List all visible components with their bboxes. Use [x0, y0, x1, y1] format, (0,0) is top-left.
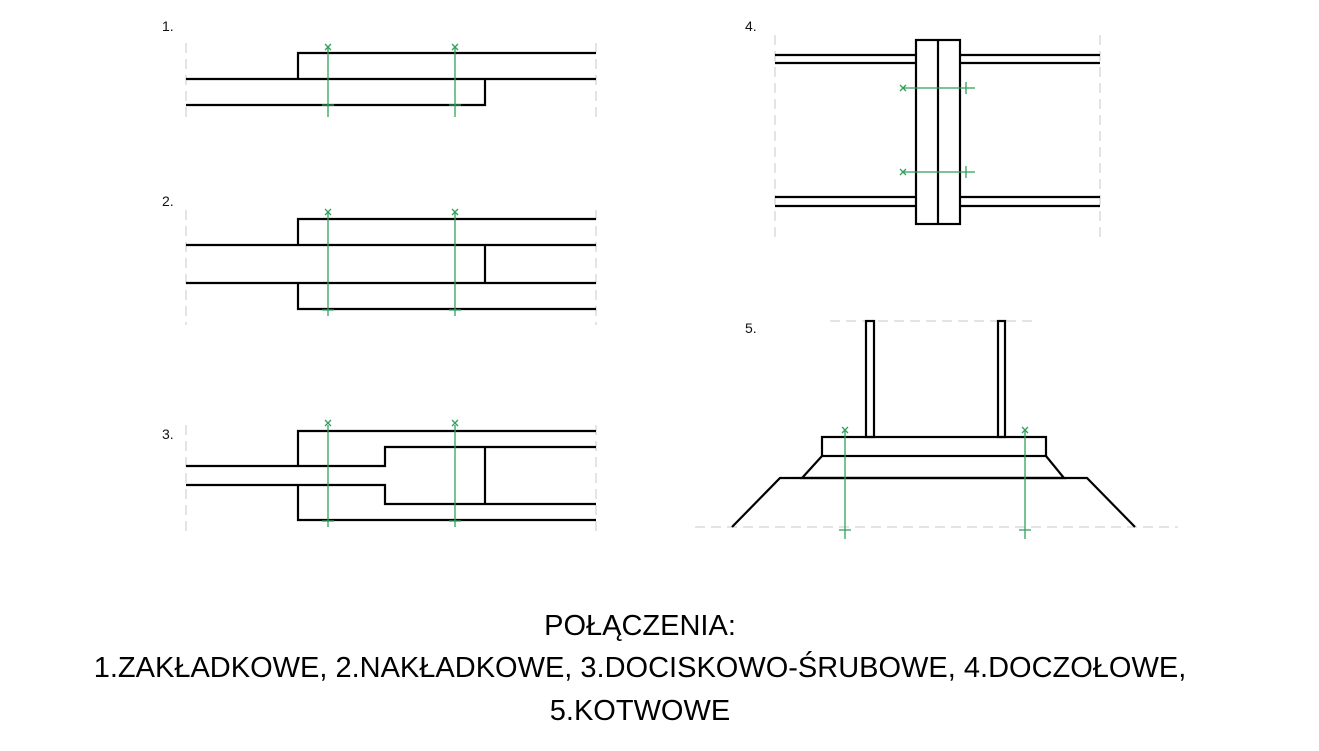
diagram-lap-joint [185, 43, 597, 120]
bolt [899, 82, 975, 94]
diagram-label-1: 1. [162, 18, 174, 34]
bolt [839, 426, 851, 539]
diagram-label-4: 4. [745, 18, 757, 34]
diagram-label-2: 2. [162, 193, 174, 209]
diagram-cover-plate-joint [185, 208, 597, 325]
diagram-end-plate-joint [774, 35, 1101, 240]
bolt [322, 208, 334, 316]
bolt [449, 419, 461, 527]
bolt [449, 208, 461, 316]
caption-title: POŁĄCZENIA: [544, 610, 736, 642]
bolt [322, 419, 334, 527]
diagram-label-5: 5. [745, 320, 757, 336]
caption-line-1: 1.ZAKŁADKOWE, 2.NAKŁADKOWE, 3.DOCISKOWO-… [93, 652, 1187, 684]
bolt [1019, 426, 1031, 539]
diagram-anchor-joint [695, 319, 1178, 539]
bolt [322, 43, 334, 117]
bolt [899, 166, 975, 178]
caption-line-2: 5.KOTWOWE [549, 695, 731, 727]
bolt [449, 43, 461, 117]
diagram-bearing-bolt-joint [185, 419, 597, 532]
diagram-label-3: 3. [162, 426, 174, 442]
